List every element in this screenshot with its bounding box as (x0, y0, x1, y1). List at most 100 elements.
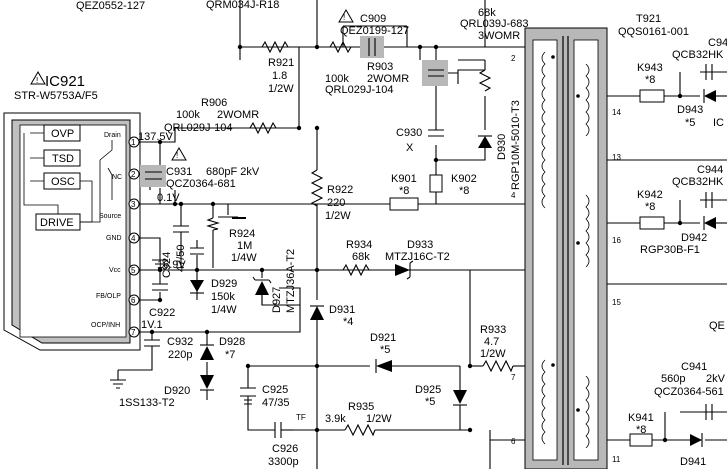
winding-primary-top (541, 51, 546, 209)
label-r934-val: 68k (352, 251, 370, 263)
label-r922-w: 1/2W (325, 210, 351, 222)
label-c924: C924 (161, 252, 173, 278)
diode-d921 (376, 360, 392, 372)
label-qrm034j: QRM034J-R18 (206, 0, 279, 11)
capacitor-c94x (705, 64, 713, 80)
diode-d927 (255, 281, 269, 295)
ic921-part-number: STR-W5753A/F5 (14, 90, 98, 102)
diode-d941 (690, 434, 702, 446)
ic921-label: IC921 (45, 73, 85, 90)
ic-pin-7: 7 (131, 328, 136, 337)
label-r922-val: 220 (327, 197, 345, 209)
label-v11: 1V.1 (141, 319, 163, 331)
label-qez0552: QEZ0552-127 (76, 0, 145, 12)
label-r924-val: 1M (237, 240, 252, 252)
label-c925: C925 (262, 384, 288, 396)
label-r903: R903 (367, 61, 393, 73)
warning-icon (30, 71, 46, 85)
ferrite-k943 (639, 89, 665, 103)
t921-pin-16: 16 (612, 236, 621, 245)
label-qrl029j-b: QRL029J-104 (164, 122, 233, 134)
label-qrl039j: QRL039J-683 (460, 18, 529, 30)
shaded-component (422, 60, 448, 86)
pin-fb-label: FB/OLP (96, 293, 121, 300)
label-r921-w: 1/2W (268, 83, 294, 95)
label-d931: D931 (329, 304, 355, 316)
t921-pin-6: 6 (511, 437, 516, 446)
ic-pin-2: 2 (131, 170, 136, 179)
label-d930: D930 (496, 134, 508, 160)
warning-mark-c909: ! (343, 13, 345, 22)
ferrite-k942 (639, 216, 665, 230)
warning-mark-c931: ! (176, 151, 178, 160)
label-k943-val: *8 (645, 74, 655, 86)
label-qcb32hk-1: QCB32HK (672, 49, 724, 61)
label-v169: 16.9V (157, 259, 186, 271)
label-r935-val: 3.9k (325, 413, 346, 425)
resistor-r906 (249, 121, 277, 135)
warning-icon (338, 9, 354, 23)
label-qrl029j-a: QRL029J-104 (325, 84, 394, 96)
label-d921: D921 (370, 332, 396, 344)
tsd-label: TSD (52, 153, 74, 165)
t921-pin-7: 7 (511, 373, 516, 382)
pin-vcc-label: Vcc (109, 267, 121, 274)
label-d943: D943 (677, 104, 703, 116)
t921-pin-15: 15 (612, 298, 621, 307)
label-c930-val: X (406, 142, 414, 154)
capacitor-c922 (152, 283, 168, 291)
label-c931-val: 680pF 2kV (206, 166, 260, 178)
capacitor-c931 (140, 165, 166, 187)
label-d941: D941 (680, 456, 706, 468)
label-r933-val: 4.7 (484, 336, 499, 348)
diode-d929 (190, 280, 204, 292)
resistor-top-right (478, 69, 492, 92)
label-v01: 0.1V (157, 192, 180, 204)
capacitor-c909 (360, 36, 384, 58)
pin-source-label: Source (99, 213, 121, 220)
resistor-r903 (329, 40, 352, 54)
label-qcb32hk-2: QCB32HK (672, 176, 724, 188)
label-k902: K902 (451, 173, 477, 185)
label-r935: R935 (348, 401, 374, 413)
resistor-r934 (342, 263, 370, 277)
transformer-t921 (524, 27, 608, 469)
label-d921-val: *5 (380, 344, 390, 356)
label-d927: D927 (271, 287, 283, 313)
label-k943: K943 (637, 62, 663, 74)
diode-d943 (704, 90, 716, 102)
capacitor-c924 (173, 225, 189, 233)
label-k902-val: *8 (459, 185, 469, 197)
label-d920: D920 (164, 385, 190, 397)
ovp-label: OVP (51, 128, 74, 140)
label-c925-val: 47/35 (262, 397, 290, 409)
capacitor-c932 (144, 339, 160, 347)
winding-secondary-16 (585, 194, 590, 268)
label-r-top-val: 68k (478, 7, 496, 19)
label-r933: R933 (480, 324, 506, 336)
label-k941: K941 (628, 412, 654, 424)
pin-gnd-label: GND (106, 235, 122, 242)
resistor-r922 (310, 169, 324, 207)
label-c931: C931 (166, 166, 192, 178)
capacitor-c925 (240, 387, 256, 397)
label-c922: C922 (149, 307, 175, 319)
label-d925-val: *5 (425, 396, 435, 408)
label-k942: K942 (637, 189, 663, 201)
diode-d942 (704, 217, 716, 229)
drive-label: DRIVE (40, 217, 74, 229)
label-d928: D928 (219, 336, 245, 348)
label-r933-w: 1/2W (480, 348, 506, 360)
label-ic-cut: IC (713, 117, 724, 129)
label-r903-w: 2WOMR (367, 73, 409, 85)
resistor-r935 (344, 423, 376, 437)
diode-d920 (200, 375, 214, 389)
ic-pin-6: 6 (131, 296, 136, 305)
label-d928-val: *7 (225, 349, 235, 361)
label-rgp10m: RGP10M-5010-T3 (510, 100, 522, 190)
label-c941-v: 2kV (706, 373, 726, 385)
capacitor-c926 (274, 422, 282, 438)
label-c926: C926 (272, 443, 298, 455)
label-r924-w: 1/4W (231, 252, 257, 264)
label-r906-val: 100k (176, 109, 200, 121)
